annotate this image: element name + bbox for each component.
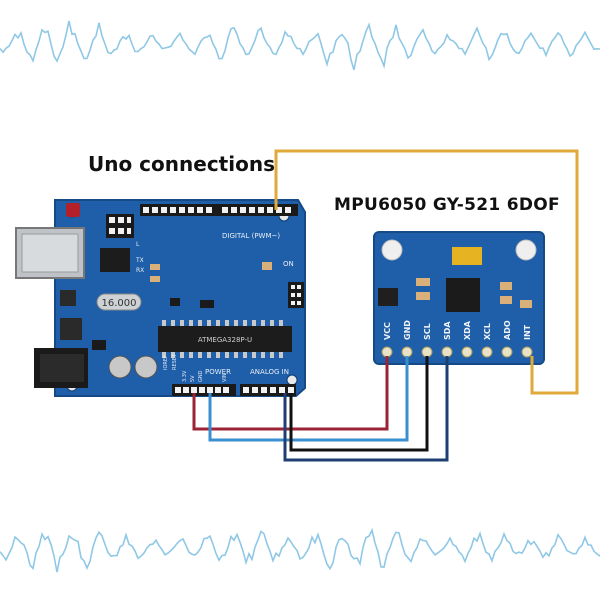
uno-connections-title: Uno connections	[88, 152, 275, 176]
mpu-regulator	[452, 247, 482, 265]
wire-gnd-to-gnd	[208, 356, 409, 442]
on-label: ON	[283, 260, 294, 268]
rx-label: RX	[136, 267, 144, 274]
digital-header-label: DIGITAL (PWM~)	[222, 232, 280, 240]
pin-label-gnd: GND	[403, 320, 412, 340]
gnd-label: GND	[198, 370, 204, 382]
chip-label: ATMEGA328P-U	[198, 336, 252, 344]
mpu6050-title: MPU6050 GY-521 6DOF	[334, 195, 560, 215]
capacitor	[108, 355, 132, 379]
arduino-uno-board: 16.000 ATMEGA328P-U DIGITAL (PWM~)	[15, 199, 306, 397]
wire-scl-to-a5	[289, 356, 429, 452]
wire-sda-to-a4	[283, 356, 449, 462]
pin-label-xda: XDA	[463, 320, 472, 340]
v5-label: 5V	[190, 375, 196, 382]
reset-button	[66, 203, 80, 217]
mpu6050-board: VCC GND SCL SDA XDA XCL ADO INT	[373, 231, 545, 365]
pin-label-xcl: XCL	[483, 323, 492, 340]
waveform-top	[0, 20, 600, 71]
l-label: L	[136, 241, 140, 248]
crystal-label: 16.000	[102, 298, 137, 309]
pin-label-scl: SCL	[423, 323, 432, 340]
vin-label: VIN	[222, 373, 228, 382]
pin-label-vcc: VCC	[383, 322, 392, 340]
analog-header-label: ANALOG IN	[250, 368, 289, 376]
capacitor	[134, 355, 158, 379]
mpu-chip	[446, 278, 480, 312]
ioref-label: IOREF	[163, 355, 169, 370]
pin-label-sda: SDA	[443, 321, 452, 340]
crystal-oscillator	[96, 293, 142, 311]
pin-label-ado: ADO	[503, 320, 512, 340]
waveform-bottom	[0, 527, 600, 573]
reset-label: RESET	[172, 353, 178, 370]
pin-label-int: INT	[523, 324, 532, 340]
wire-int-to-d2	[274, 149, 579, 395]
atmega-chip	[158, 326, 292, 352]
v33-label: 3.3V	[182, 370, 188, 382]
power-header-label: POWER	[205, 368, 231, 376]
tx-label: TX	[135, 257, 144, 264]
